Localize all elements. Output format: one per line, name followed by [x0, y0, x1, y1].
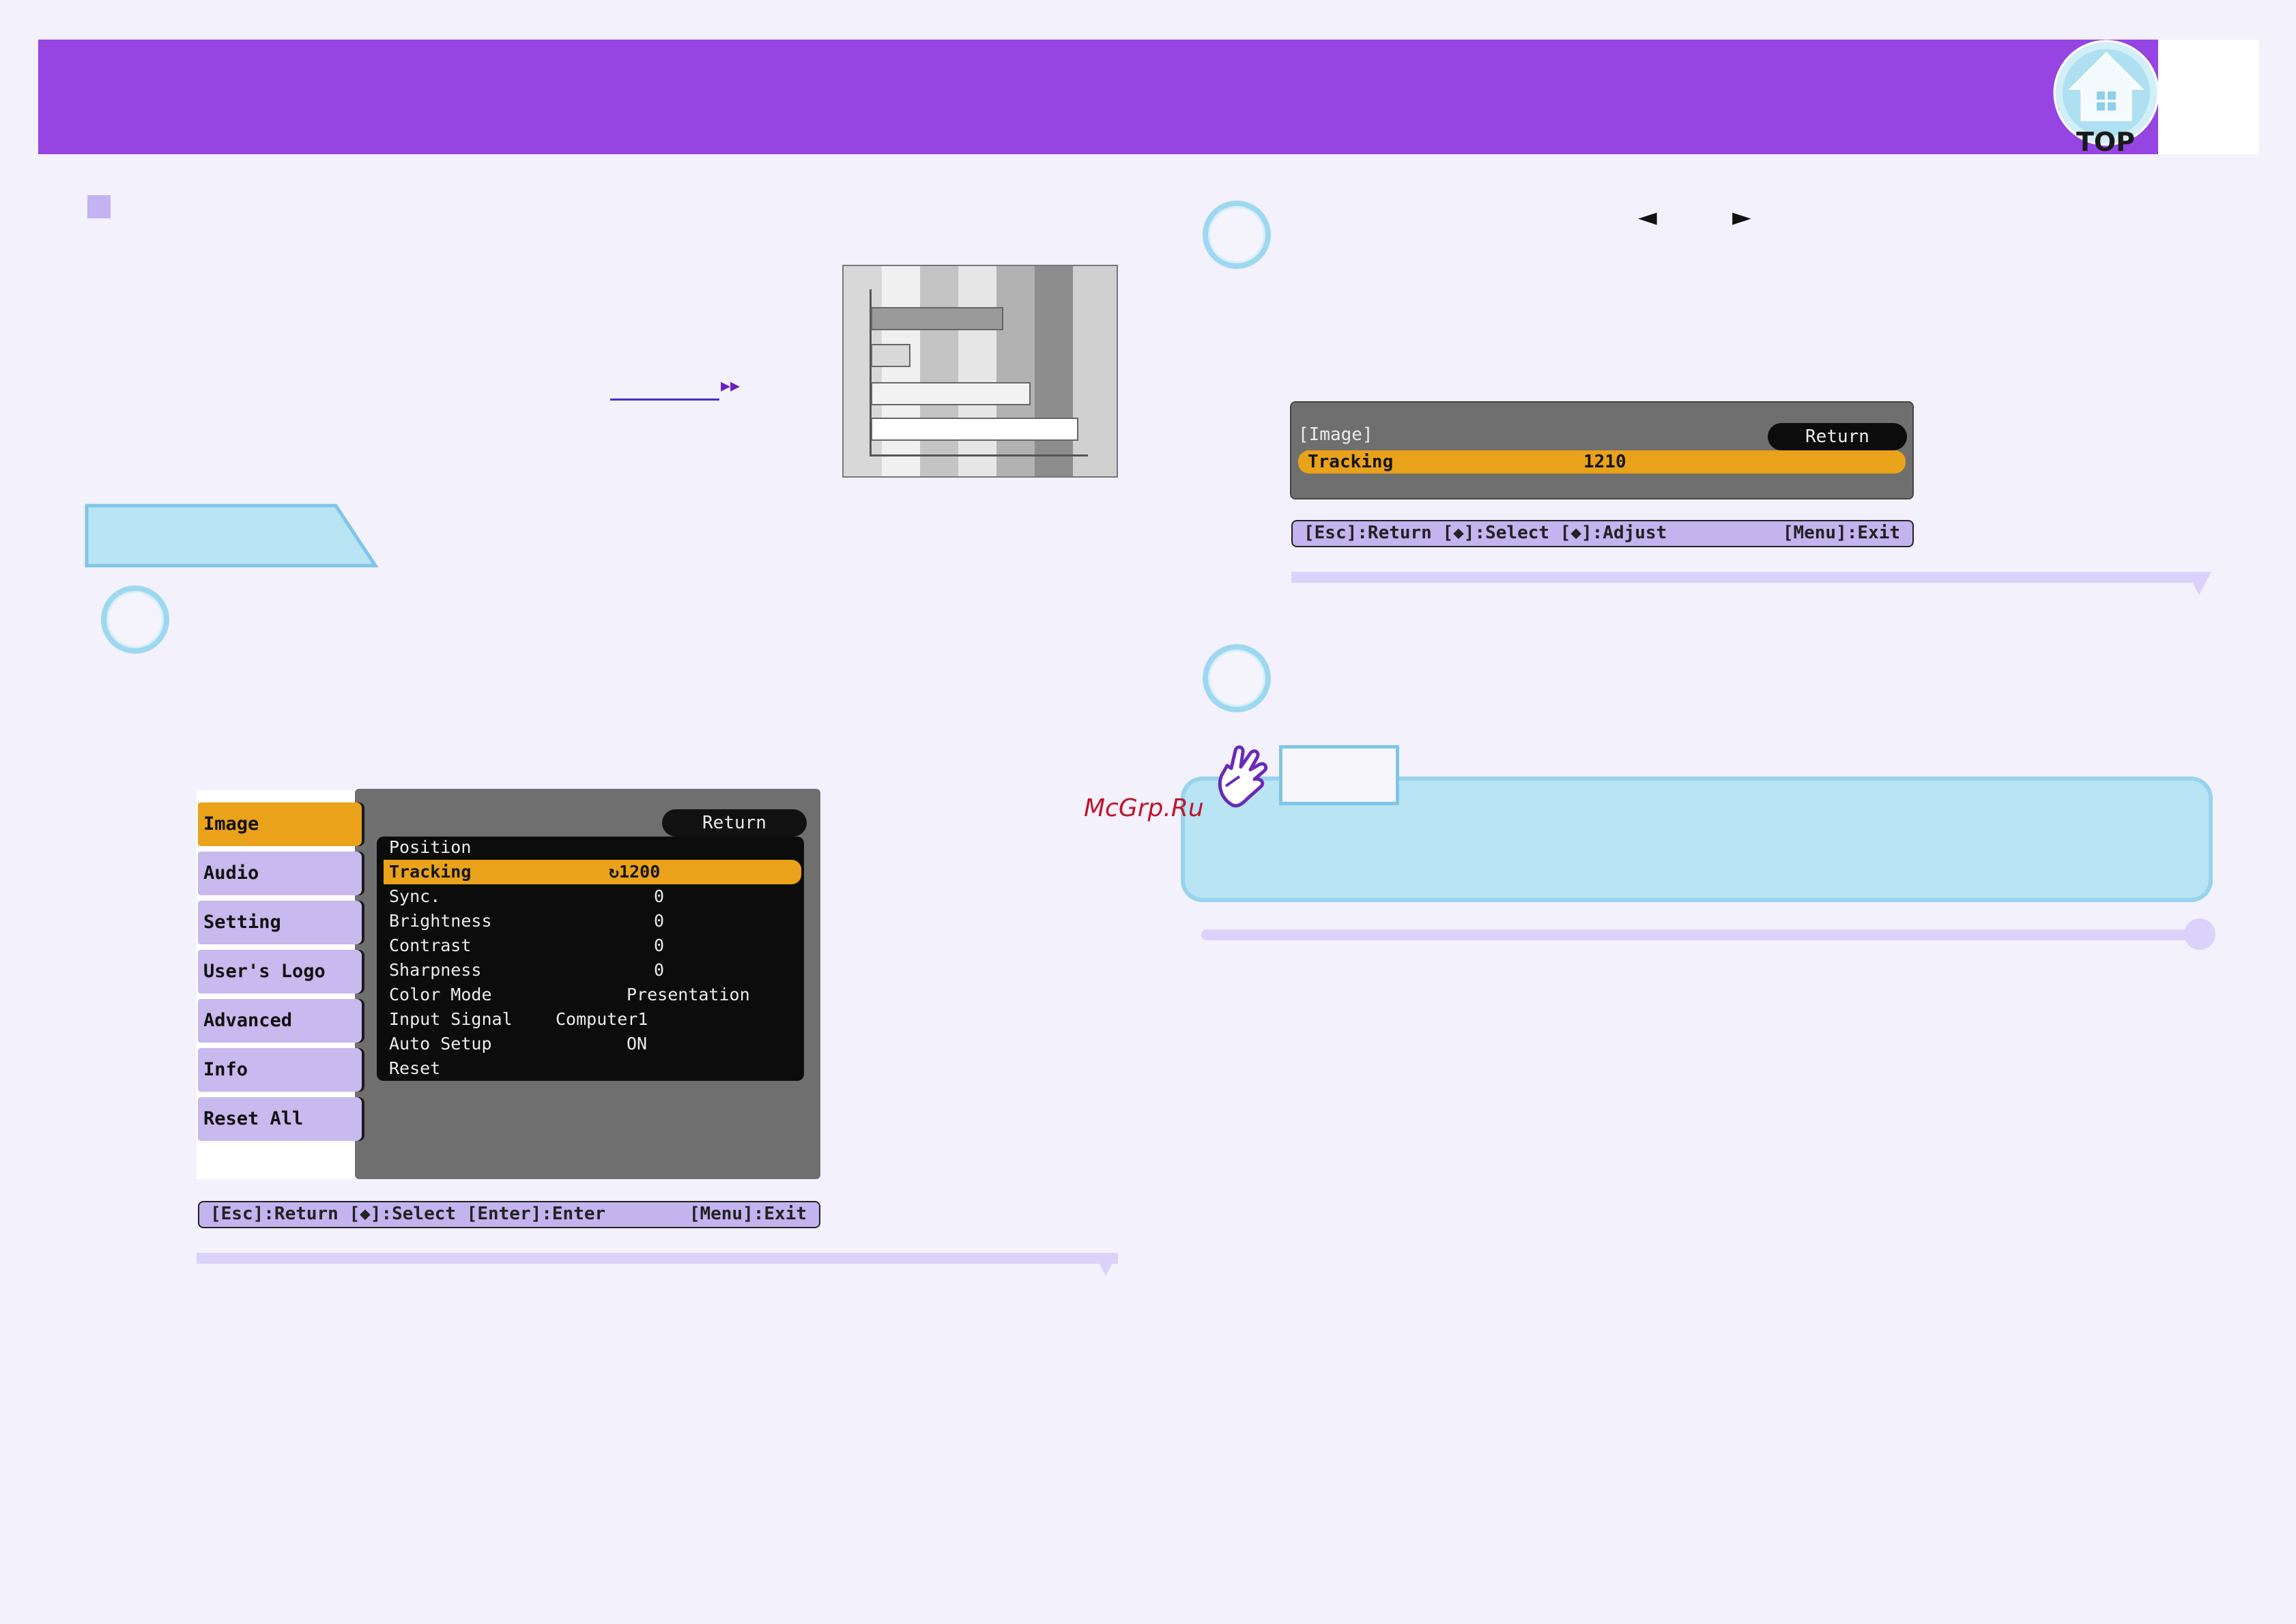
menu-row-label: Reset: [389, 1058, 441, 1078]
menu-row-sync[interactable]: Sync. 0: [384, 884, 801, 909]
menu-row-auto-setup[interactable]: Auto Setup ON: [384, 1032, 801, 1056]
section-divider: [197, 1253, 1118, 1264]
menu-row-value: Computer1: [556, 1009, 648, 1029]
tracking-footer-exit: [Menu]:Exit: [1782, 523, 1900, 543]
tracking-footer-bar: [Esc]:Return [◆]:Select [◆]:Adjust [Menu…: [1291, 520, 1914, 547]
divider-arrow-icon: [1093, 1253, 1118, 1276]
menu-row-value: ON: [627, 1034, 648, 1054]
tip-divider: [1201, 929, 2196, 940]
menu-row-label: Contrast: [389, 936, 472, 955]
pointing-hand-icon: [1218, 745, 1268, 808]
menu-footer-bar: [Esc]:Return [◆]:Select [Enter]:Enter [M…: [198, 1201, 820, 1228]
menu-row-label: Tracking: [389, 862, 472, 882]
menu-row-value: 0: [654, 936, 665, 955]
menu-tab-users-logo[interactable]: User's Logo: [198, 950, 362, 994]
menu-row-label: Brightness: [389, 911, 492, 931]
menu-row-contrast[interactable]: Contrast 0: [384, 933, 801, 958]
tracking-footer-help: [Esc]:Return [◆]:Select [◆]:Adjust: [1304, 523, 1667, 543]
menu-row-value: 0: [654, 886, 665, 906]
menu-tab-reset-all[interactable]: Reset All: [198, 1097, 362, 1141]
menu-row-reset[interactable]: Reset: [384, 1056, 801, 1081]
menu-row-color-mode[interactable]: Color Mode Presentation: [384, 983, 801, 1007]
reference-arrow-icon[interactable]: ▸▸: [721, 374, 741, 396]
menu-footer-help: [Esc]:Return [◆]:Select [Enter]:Enter: [210, 1204, 606, 1224]
menu-row-value: ↻1200: [609, 862, 661, 882]
menu-row-position[interactable]: Position: [384, 835, 801, 860]
step-1-circle: [101, 585, 169, 654]
top-button-label[interactable]: TOP: [2076, 127, 2136, 157]
right-arrow-icon: ►: [1732, 203, 1751, 231]
top-home-icon[interactable]: [2052, 40, 2161, 154]
menu-tab-setting[interactable]: Setting: [198, 901, 362, 944]
divider-arrow-icon: [2187, 572, 2211, 595]
tracking-row-value: 1210: [1583, 452, 1626, 472]
menu-row-value: 0: [654, 960, 665, 980]
menu-row-tracking[interactable]: Tracking ↻1200: [384, 860, 801, 884]
section-bullet: [87, 195, 111, 218]
menu-row-value: Presentation: [627, 985, 750, 1004]
menu-tab-advanced[interactable]: Advanced: [198, 999, 362, 1043]
tracking-value-row[interactable]: Tracking 1210: [1298, 450, 1906, 474]
menu-row-input-signal[interactable]: Input Signal Computer1: [384, 1007, 801, 1032]
reference-link-underline[interactable]: [610, 398, 719, 401]
menu-row-label: Auto Setup: [389, 1034, 492, 1054]
tip-divider-end: [2184, 918, 2215, 950]
section-divider: [1291, 572, 2199, 583]
menu-tab-audio[interactable]: Audio: [198, 852, 362, 895]
menu-row-label: Sync.: [389, 886, 441, 906]
header-band: [38, 40, 2158, 154]
left-arrow-icon: ◄: [1638, 203, 1657, 231]
menu-return-button[interactable]: Return: [662, 809, 807, 837]
step-3-circle: [1203, 201, 1271, 269]
tracking-row-label: Tracking: [1308, 452, 1394, 472]
tip-label-tab: [1279, 745, 1399, 805]
menu-tab-info[interactable]: Info: [198, 1048, 362, 1092]
menu-row-value: 0: [654, 911, 665, 931]
menu-row-brightness[interactable]: Brightness 0: [384, 909, 801, 933]
menu-row-sharpness[interactable]: Sharpness 0: [384, 958, 801, 983]
procedure-tab: [85, 504, 378, 568]
tracking-pattern-image: [842, 265, 1118, 478]
tracking-return-button[interactable]: Return: [1768, 423, 1907, 450]
header-page-corner: [2158, 40, 2259, 154]
menu-row-label: Color Mode: [389, 985, 492, 1004]
menu-footer-exit: [Menu]:Exit: [689, 1204, 807, 1224]
menu-tab-image[interactable]: Image: [198, 802, 362, 846]
menu-row-label: Input Signal: [389, 1009, 513, 1029]
step-4-circle: [1203, 644, 1271, 712]
menu-row-label: Sharpness: [389, 960, 482, 980]
tracking-screen-title: [Image]: [1298, 424, 1373, 445]
watermark: McGrp.Ru: [1084, 794, 1204, 822]
menu-row-label: Position: [389, 837, 472, 857]
